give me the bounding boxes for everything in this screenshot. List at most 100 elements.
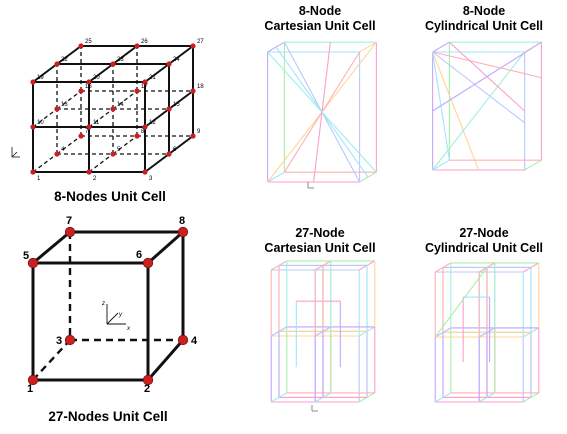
panel-titles: 8-Node Cartesian Unit Cell 8-Node Cylind… <box>264 4 543 255</box>
lattice-strut <box>366 392 376 398</box>
axis-label-x: x <box>126 326 131 332</box>
lattice-strut <box>432 51 480 171</box>
cube-node <box>64 334 76 346</box>
lattice-strut <box>322 392 332 398</box>
grid-node <box>142 124 148 130</box>
title-8node-cylindrical-line2: Cylindrical Unit Cell <box>425 19 543 33</box>
lattice-strut <box>434 331 444 338</box>
lattice-strut <box>359 41 377 53</box>
cube-node-label: 8 <box>179 215 185 227</box>
title-27node-cylindrical-line2: Cylindrical Unit Cell <box>425 241 543 255</box>
title-27node-cartesian-line2: Cartesian Unit Cell <box>264 241 375 255</box>
lattice-strut <box>478 266 488 273</box>
lattice-strut <box>522 396 532 403</box>
grid-node <box>142 169 148 175</box>
title-8node-cylindrical-line1: 8-Node <box>463 4 505 18</box>
lattice-strut <box>530 262 540 268</box>
cube-node <box>27 374 39 386</box>
grid-node-label: 21 <box>149 75 156 81</box>
grid-node <box>110 61 116 67</box>
lattice-strut <box>478 331 488 338</box>
grid-node-label: 13 <box>61 102 68 108</box>
lattice-strut <box>432 51 542 79</box>
grid-node <box>30 79 36 85</box>
axis-label-z: z <box>101 301 105 307</box>
cube-node <box>142 374 154 386</box>
grid-node-label: 26 <box>141 39 148 45</box>
grid-node <box>54 61 60 67</box>
lattice-strut <box>478 396 488 403</box>
grid-node-label: 27 <box>197 39 204 45</box>
lattice-strut <box>275 46 369 178</box>
lattice-strut <box>434 266 444 273</box>
lattice-strut <box>442 262 452 268</box>
grid-node <box>54 106 60 112</box>
grid-node-label: 24 <box>173 57 180 63</box>
grid-node-label: 17 <box>141 84 148 90</box>
grid-node <box>78 88 84 94</box>
lattice-strut <box>267 171 285 183</box>
lattice-strut <box>432 51 526 171</box>
lattice-strut <box>522 331 532 338</box>
grid-node <box>166 61 172 67</box>
small-axis-triad <box>11 147 20 158</box>
lattice-strut <box>314 264 324 271</box>
grid-node-label: 22 <box>61 57 68 63</box>
grid-node <box>78 133 84 139</box>
cube-node <box>64 226 76 238</box>
lattice-strut <box>432 41 542 112</box>
lattice-strut <box>358 396 368 403</box>
grid-node-label: 8 <box>141 129 145 135</box>
grid-node-label: 25 <box>85 39 92 45</box>
big-axis-triad <box>106 304 126 325</box>
lattice-strut <box>442 327 452 333</box>
grid-node <box>86 124 92 130</box>
lattice-strut <box>486 392 496 398</box>
grid-node <box>86 169 92 175</box>
cube-node-label: 4 <box>191 335 198 347</box>
axis-label-y: y <box>118 312 123 318</box>
lattice-strut <box>524 159 542 171</box>
grid-node <box>190 88 196 94</box>
title-8node-cartesian-line1: 8-Node <box>299 4 341 18</box>
title-27node-cartesian-line1: 27-Node <box>295 226 344 240</box>
grid-node-label: 4 <box>61 147 65 153</box>
cube-node <box>142 257 154 269</box>
lattice-strut <box>530 327 540 333</box>
grid-node-label: 14 <box>117 102 124 108</box>
lattice-strut <box>358 264 368 271</box>
lattice-strut <box>314 396 324 403</box>
grid-node <box>134 43 140 49</box>
cube-node <box>177 334 189 346</box>
grid-node <box>190 133 196 139</box>
grid-node <box>142 79 148 85</box>
lattice-strut <box>278 326 288 332</box>
lattice-strut <box>270 264 280 271</box>
grid-node-label: 12 <box>149 120 156 126</box>
grid-node <box>78 43 84 49</box>
grid-node <box>110 106 116 112</box>
lattice-strut <box>530 392 540 398</box>
grid-node-label: 10 <box>37 120 44 126</box>
grid-node-label: 23 <box>117 57 124 63</box>
grid-node-label: 16 <box>85 84 92 90</box>
cube-node-label: 7 <box>66 215 72 227</box>
grid-node <box>54 151 60 157</box>
lattice-strut <box>270 330 280 337</box>
grid-node-label: 6 <box>173 147 177 153</box>
grid-node-label: 9 <box>197 129 201 135</box>
caption-27-nodes: 27-Nodes Unit Cell <box>48 409 167 424</box>
lattice-8node-cartesian <box>267 41 377 183</box>
title-27node-cylindrical-line1: 27-Node <box>459 226 508 240</box>
lattice-strut <box>322 326 332 332</box>
grid-node <box>190 43 196 49</box>
lattice-strut <box>314 330 324 337</box>
cube-node-label: 6 <box>136 249 142 261</box>
grid-node-label: 11 <box>93 120 100 126</box>
lattice-strut <box>432 51 525 124</box>
lattice-strut <box>278 392 288 398</box>
cube-node <box>177 226 189 238</box>
lattice-strut <box>522 266 532 273</box>
